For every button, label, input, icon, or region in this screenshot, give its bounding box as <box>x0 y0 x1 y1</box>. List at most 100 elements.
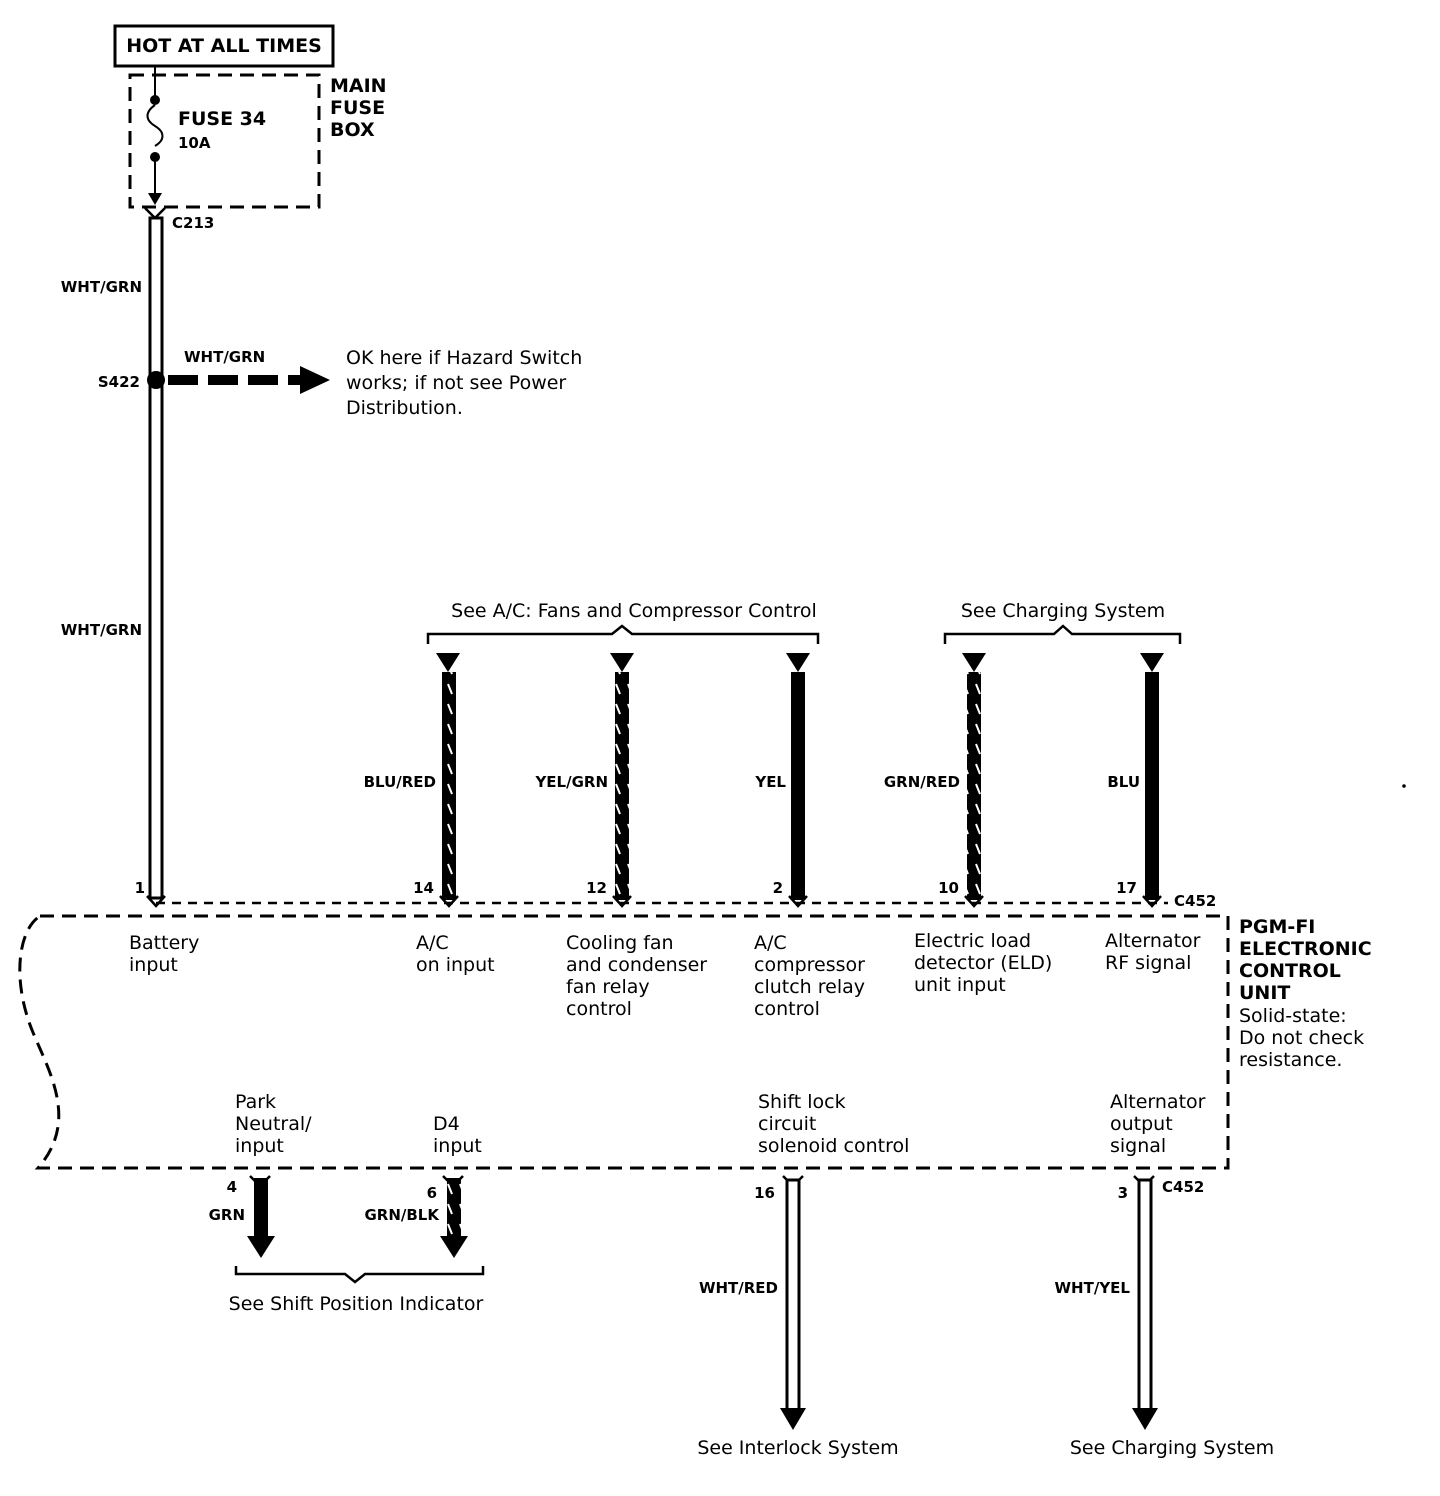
bottom-ref-interlock: See Interlock System <box>697 1437 898 1459</box>
fn-label: input <box>433 1135 482 1157</box>
bottom-wire-pin-3: WHT/YEL <box>1055 1178 1158 1430</box>
wire-color-label: WHT/RED <box>699 1279 778 1297</box>
fn-label: fan relay <box>566 976 650 998</box>
pin-number: 14 <box>413 879 434 897</box>
svg-text:See Charging System: See Charging System <box>961 600 1165 622</box>
svg-text:CONTROL: CONTROL <box>1239 960 1341 982</box>
splice-id: S422 <box>98 373 140 391</box>
pin-number: 1 <box>135 879 145 897</box>
splice-note-line-1: OK here if Hazard Switch <box>346 347 582 369</box>
bottom-ref-charging: See Charging System <box>1070 1437 1274 1459</box>
main-fuse-box: FUSE 34 10A MAIN FUSE BOX <box>128 66 387 209</box>
fn-label: Alternator <box>1110 1091 1206 1113</box>
fn-label: Park <box>235 1091 276 1113</box>
ecu-box <box>18 914 1230 1170</box>
pin-number: 12 <box>586 879 607 897</box>
power-wire-color-upper: WHT/GRN <box>61 278 142 296</box>
bottom-wire-pin-6: GRN/BLK <box>364 1178 468 1258</box>
stray-dot <box>1402 784 1406 788</box>
fuse-name: FUSE 34 <box>178 108 266 130</box>
fn-label: detector (ELD) <box>914 952 1052 974</box>
svg-text:Do not check: Do not check <box>1239 1027 1364 1049</box>
fn-label: A/C <box>416 932 449 954</box>
top-connector-pins: 1 14 12 2 10 17 C452 <box>135 879 1217 910</box>
power-wire-color-lower: WHT/GRN <box>61 621 142 639</box>
fn-label: Electric load <box>914 930 1031 952</box>
fn-label: compressor <box>754 954 865 976</box>
fuse-box-line-2: FUSE <box>330 97 385 119</box>
fn-label: input <box>235 1135 284 1157</box>
top-wire-pin-17: BLU <box>1107 653 1164 900</box>
fn-label: control <box>754 998 820 1020</box>
ecu-name: PGM-FI ELECTRONIC CONTROL UNIT Solid-sta… <box>1239 916 1372 1071</box>
top-wire-pin-10: GRN/RED <box>884 653 986 900</box>
wire-color-label: GRN <box>209 1206 245 1224</box>
fn-label: D4 <box>433 1113 460 1135</box>
pin-number: 3 <box>1118 1184 1128 1202</box>
bottom-ref-shift-indicator: See Shift Position Indicator <box>229 1266 485 1315</box>
top-function-labels: Battery input A/C on input Cooling fan a… <box>129 930 1201 1020</box>
splice-note-line-3: Distribution. <box>346 397 463 419</box>
main-power-wire: C213 WHT/GRN WHT/GRN <box>61 207 214 900</box>
svg-text:Solid-state:: Solid-state: <box>1239 1005 1347 1027</box>
wire-color-label: WHT/YEL <box>1055 1279 1131 1297</box>
fn-label: and condenser <box>566 954 707 976</box>
fn-label: clutch relay <box>754 976 865 998</box>
fuse-box-line-3: BOX <box>330 119 375 141</box>
wire-color-label: GRN/BLK <box>364 1206 440 1224</box>
fn-label: input <box>129 954 178 976</box>
wire-color-label: BLU/RED <box>364 773 436 791</box>
fn-label: Shift lock <box>758 1091 846 1113</box>
fn-label: Cooling fan <box>566 932 674 954</box>
top-ref-ac: See A/C: Fans and Compressor Control <box>426 600 820 644</box>
fn-label: output <box>1110 1113 1173 1135</box>
bottom-wire-pin-4: GRN <box>209 1178 275 1258</box>
pin-number: 6 <box>427 1184 437 1202</box>
fuse-icon <box>146 104 164 147</box>
svg-text:See A/C: Fans and Compressor C: See A/C: Fans and Compressor Control <box>451 600 817 622</box>
pin-number: 16 <box>754 1184 775 1202</box>
fn-label: Battery <box>129 932 199 954</box>
svg-text:UNIT: UNIT <box>1239 982 1290 1004</box>
fn-label: solenoid control <box>758 1135 909 1157</box>
svg-text:resistance.: resistance. <box>1239 1049 1342 1071</box>
bottom-wire-pin-16: WHT/RED <box>699 1178 806 1430</box>
pin-number: 4 <box>227 1178 237 1196</box>
connector-c452-bottom: C452 <box>1162 1178 1204 1196</box>
svg-text:ELECTRONIC: ELECTRONIC <box>1239 938 1372 960</box>
top-wire-pin-14: BLU/RED <box>364 653 460 900</box>
wire-color-label: YEL <box>754 773 786 791</box>
wire-color-label: GRN/RED <box>884 773 960 791</box>
fn-label: control <box>566 998 632 1020</box>
fn-label: on input <box>416 954 495 976</box>
fn-label: unit input <box>914 974 1006 996</box>
wire-color-label: BLU <box>1107 773 1140 791</box>
fn-label: Neutral/ <box>235 1113 312 1135</box>
splice-branch-wire: WHT/GRN <box>184 348 265 366</box>
bottom-function-labels: Park Neutral/ input D4 input Shift lock … <box>235 1091 1206 1157</box>
hot-at-all-times-box: HOT AT ALL TIMES <box>113 24 335 68</box>
hot-label: HOT AT ALL TIMES <box>126 35 322 57</box>
splice-s422: S422 WHT/GRN OK here if Hazard Switch wo… <box>98 347 582 419</box>
pin-number: 10 <box>938 879 959 897</box>
top-ref-charging: See Charging System <box>943 600 1182 644</box>
svg-text:PGM-FI: PGM-FI <box>1239 916 1315 938</box>
bottom-connector-pins: 4 6 16 3 C452 <box>227 1175 1204 1202</box>
top-wire-pin-12: YEL/GRN <box>534 653 634 900</box>
fn-label: Alternator <box>1105 930 1201 952</box>
svg-text:See Shift Position Indicator: See Shift Position Indicator <box>229 1293 484 1315</box>
connector-c213: C213 <box>172 214 214 232</box>
fn-label: signal <box>1110 1135 1166 1157</box>
fuse-box-line-1: MAIN <box>330 75 387 97</box>
fuse-rating: 10A <box>178 134 211 152</box>
fn-label: A/C <box>754 932 787 954</box>
top-wire-pin-2: YEL <box>754 653 810 900</box>
fn-label: RF signal <box>1105 952 1191 974</box>
splice-note-line-2: works; if not see Power <box>346 372 566 394</box>
pin-number: 2 <box>773 879 783 897</box>
wire-color-label: YEL/GRN <box>534 773 608 791</box>
pin-number: 17 <box>1116 879 1137 897</box>
connector-c452-top: C452 <box>1174 892 1216 910</box>
fn-label: circuit <box>758 1113 816 1135</box>
